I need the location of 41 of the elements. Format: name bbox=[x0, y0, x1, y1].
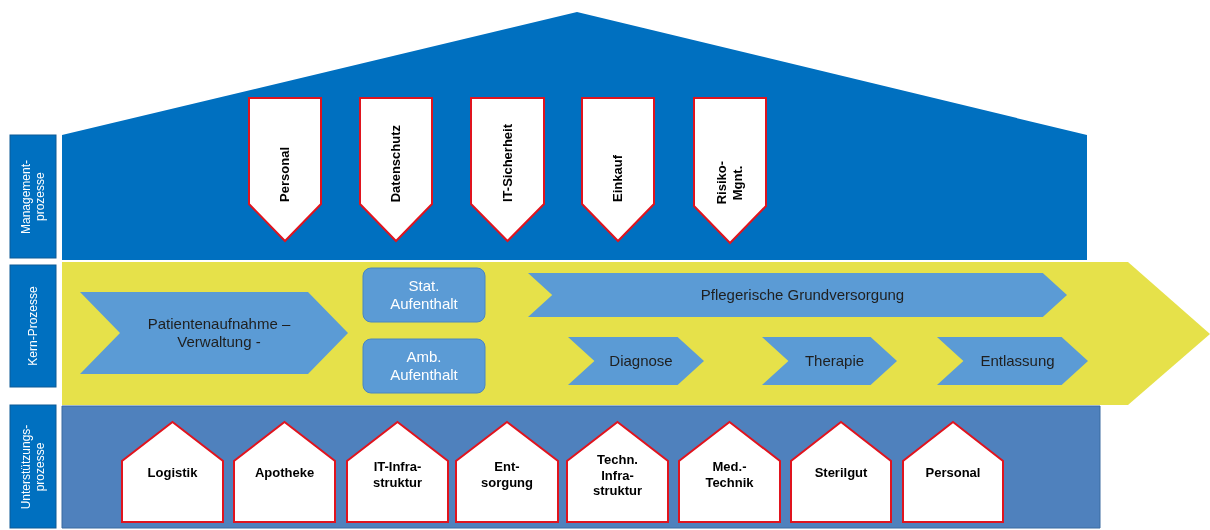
node-label: Diagnose bbox=[608, 352, 674, 370]
node-label: Therapie bbox=[803, 352, 866, 370]
section-label bbox=[10, 405, 56, 528]
support-process-shape bbox=[121, 421, 224, 523]
node-label: Risiko- Mgnt. bbox=[714, 160, 746, 204]
node-label: Amb. Aufenthalt bbox=[389, 348, 459, 384]
support-process-shape bbox=[678, 421, 781, 523]
node-label: Ent- sorgung bbox=[480, 458, 534, 490]
node-label: Apotheke bbox=[253, 464, 316, 481]
node-label: Patientenaufnahme – Verwaltung - bbox=[146, 315, 292, 351]
support-process-shape bbox=[346, 421, 449, 523]
node-label: Personal bbox=[277, 147, 293, 202]
node-label: Einkauf bbox=[610, 155, 626, 202]
node-label: Datenschutz bbox=[388, 124, 404, 202]
process-step bbox=[80, 292, 348, 374]
process-step bbox=[762, 337, 897, 385]
process-box bbox=[363, 339, 485, 393]
node-label: IT-Sicherheit bbox=[499, 123, 516, 202]
support-process-shape bbox=[233, 421, 336, 523]
support-process-shape bbox=[566, 421, 669, 523]
node-label: Logistik bbox=[146, 464, 199, 481]
node-label: Sterilgut bbox=[813, 464, 869, 481]
node-label: Pflegerische Grundversorgung bbox=[699, 286, 906, 304]
node-label: Stat. Aufenthalt bbox=[389, 277, 459, 313]
support-process-shape bbox=[790, 421, 892, 523]
support-process-shape bbox=[902, 421, 1004, 523]
node-label: Kern-Prozesse bbox=[25, 286, 41, 366]
process-box bbox=[363, 268, 485, 322]
node-label: Unterstützungs- prozesse bbox=[18, 424, 48, 509]
section-label bbox=[10, 135, 56, 258]
node-label: Management- prozesse bbox=[18, 159, 48, 234]
support-process-shape bbox=[455, 421, 559, 523]
process-step bbox=[937, 337, 1088, 385]
section-label bbox=[10, 265, 56, 387]
node-label: IT-Infra- struktur bbox=[371, 458, 424, 490]
process-step bbox=[528, 273, 1067, 317]
node-label: Med.- Technik bbox=[704, 458, 755, 490]
node-label: Personal bbox=[924, 464, 982, 481]
node-label: Techn. Infra- struktur bbox=[591, 452, 644, 500]
node-label: Entlassung bbox=[979, 352, 1056, 370]
process-step bbox=[568, 337, 704, 385]
